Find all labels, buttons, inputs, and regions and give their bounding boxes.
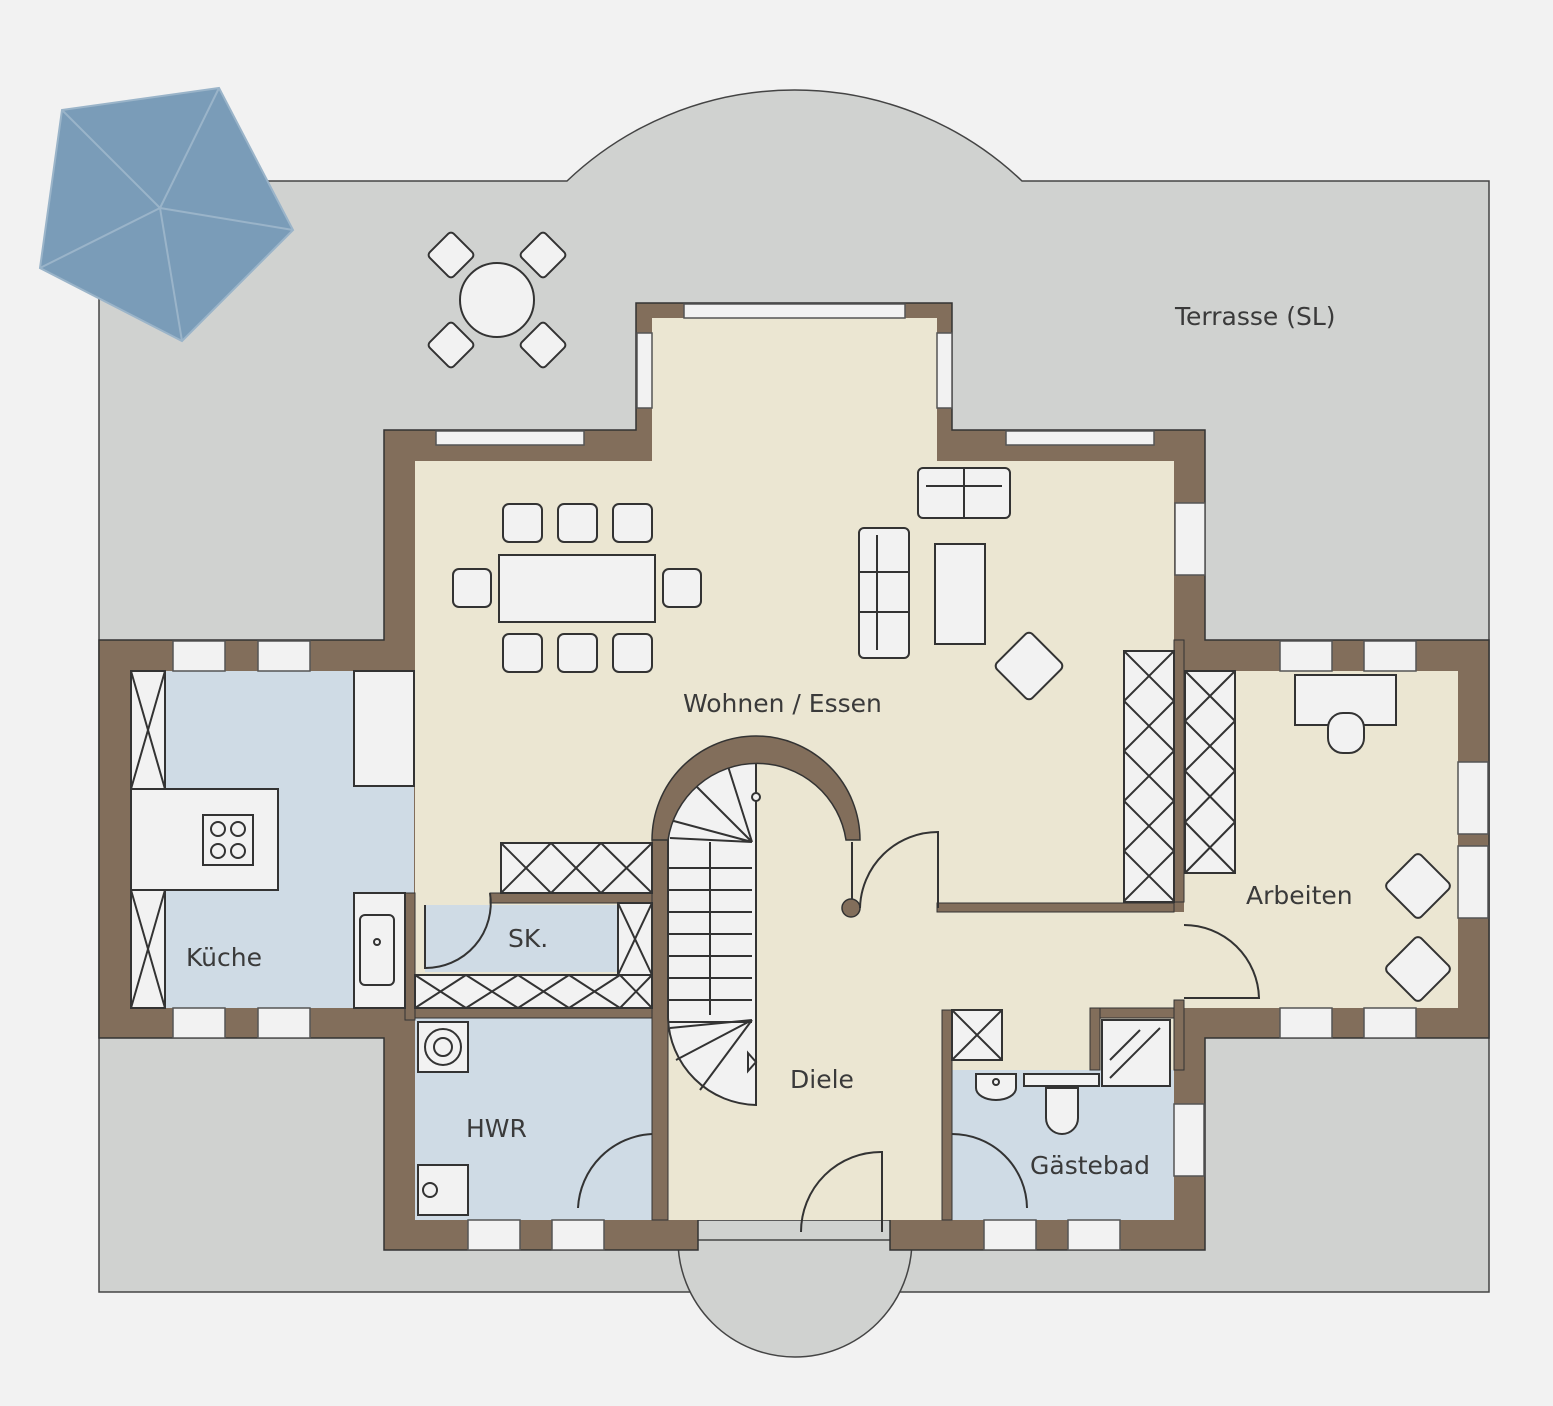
outdoor-table-set (427, 231, 567, 369)
wardrobes (414, 650, 1236, 1061)
hall-to-office (1170, 912, 1186, 1000)
label-pantry: SK. (508, 924, 548, 953)
label-kitchen: Küche (186, 943, 262, 972)
dining-table-set (452, 503, 702, 673)
bath-fixtures (975, 1019, 1171, 1135)
kitchen-units (130, 670, 415, 1009)
label-office: Arbeiten (1246, 881, 1353, 910)
label-hall: Diele (790, 1065, 854, 1094)
entrance-landing (677, 1239, 913, 1358)
label-guest-bath: Gästebad (1030, 1151, 1150, 1180)
staircase (651, 735, 861, 1107)
sofa-set (858, 467, 1064, 701)
desk-and-chairs (1294, 674, 1451, 1002)
windows (172, 303, 1489, 1251)
label-living: Wohnen / Essen (683, 689, 882, 718)
utility-appliances (417, 1021, 469, 1216)
umbrella-icon (38, 86, 295, 343)
label-utility: HWR (466, 1114, 527, 1143)
doors (424, 830, 1261, 1233)
label-terrace: Terrasse (SL) (1174, 302, 1336, 331)
